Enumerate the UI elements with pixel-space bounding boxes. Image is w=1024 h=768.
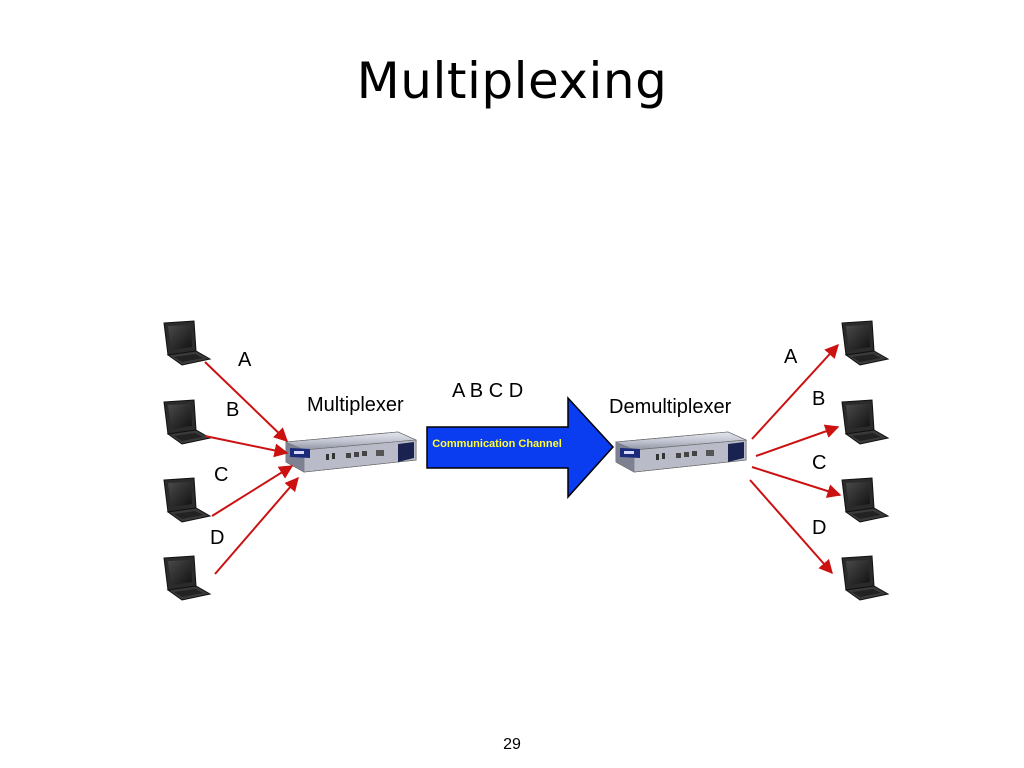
right-link-label: D <box>812 517 827 539</box>
communication-channel-arrow <box>426 396 615 499</box>
channel-label: Communication Channel <box>432 438 562 450</box>
right-link-label: A <box>784 346 798 368</box>
laptop-icon <box>841 477 889 523</box>
channel-sequence-label: A B C D <box>452 380 524 402</box>
laptop-icon <box>163 555 211 601</box>
slide-title: Multiplexing <box>356 52 668 110</box>
left-link-label: A <box>238 349 252 371</box>
link-line-b-out <box>755 424 840 457</box>
left-link-label: C <box>214 464 229 486</box>
multiplexer-device-icon <box>285 431 417 473</box>
link-line-c-out <box>751 466 842 498</box>
laptop-icon <box>841 555 889 601</box>
link-line-b-in <box>204 435 289 458</box>
laptop-icon <box>163 477 211 523</box>
link-line-d-out <box>749 479 833 575</box>
laptop-icon <box>841 320 889 366</box>
left-link-label: D <box>210 527 225 549</box>
left-link-label: B <box>226 399 240 421</box>
demultiplexer-device-icon <box>615 431 747 473</box>
demultiplexer-label: Demultiplexer <box>609 396 732 418</box>
laptop-icon <box>841 399 889 445</box>
multiplexer-label: Multiplexer <box>307 394 404 416</box>
right-link-label: C <box>812 452 827 474</box>
right-link-label: B <box>812 388 826 410</box>
link-line-c-in <box>211 465 294 517</box>
laptop-icon <box>163 399 211 445</box>
link-line-d-in <box>214 476 299 575</box>
laptop-icon <box>163 320 211 366</box>
page-number: 29 <box>503 736 521 753</box>
link-line-a-in <box>204 361 289 442</box>
link-line-a-out <box>751 343 839 440</box>
